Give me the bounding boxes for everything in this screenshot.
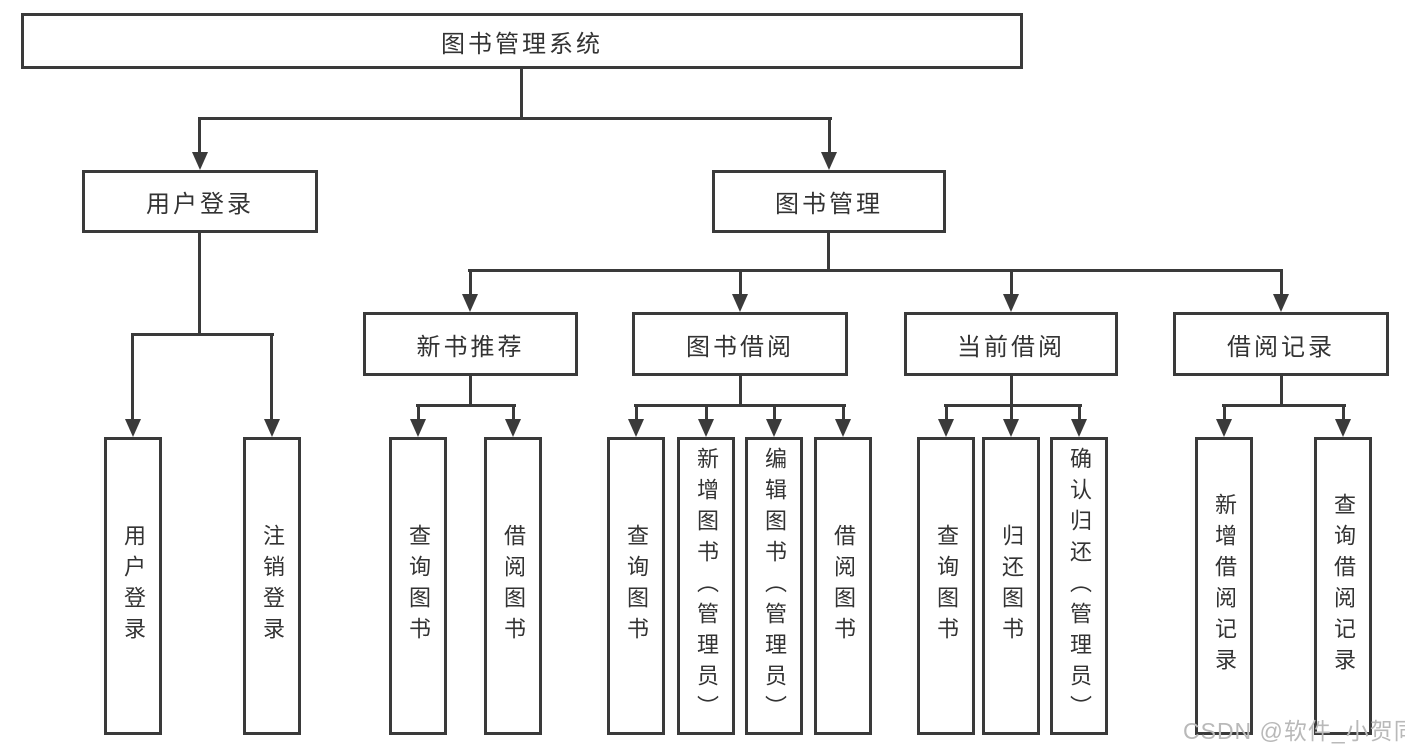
arrow-down-icon (410, 419, 426, 437)
arrow-down-icon (1216, 419, 1232, 437)
edge-vline (1342, 404, 1345, 421)
leaf-add-borrow-record: 新增借阅记录 (1195, 437, 1253, 735)
leaf-label: 新增借阅记录 (1212, 493, 1237, 679)
leaf-label: 查询图书 (624, 524, 649, 648)
node-label: 图书管理系统 (441, 30, 603, 58)
edge-vline (131, 333, 134, 421)
edge-vline (1078, 404, 1081, 421)
edge-hline (1222, 404, 1346, 407)
leaf-label: 归还图书 (999, 524, 1024, 648)
node-current-borrowing: 当前借阅 (904, 312, 1118, 376)
node-label: 借阅记录 (1227, 333, 1335, 361)
edge-vline (270, 333, 273, 421)
leaf-label: 确认归还（管理员） (1067, 446, 1092, 726)
node-book-borrowing: 图书借阅 (632, 312, 848, 376)
arrow-down-icon (264, 419, 280, 437)
node-user-login: 用户登录 (82, 170, 318, 233)
arrow-down-icon (1335, 419, 1351, 437)
arrow-down-icon (732, 294, 748, 312)
edge-hline (416, 404, 516, 407)
node-borrowing-records: 借阅记录 (1173, 312, 1389, 376)
leaf-add-book-admin: 新增图书（管理员） (677, 437, 735, 735)
leaf-label: 用户登录 (121, 524, 146, 648)
arrow-down-icon (1273, 294, 1289, 312)
leaf-label: 查询图书 (934, 524, 959, 648)
node-label: 当前借阅 (957, 333, 1065, 361)
arrow-down-icon (835, 419, 851, 437)
edge-vline (1010, 374, 1013, 406)
edge-vline (520, 67, 523, 120)
arrow-down-icon (821, 152, 837, 170)
csdn-watermark: CSDN @软件_小贺同学 (1183, 718, 1405, 744)
edge-vline (198, 117, 201, 155)
node-book-management: 图书管理 (712, 170, 946, 233)
leaf-label: 新增图书（管理员） (694, 446, 719, 726)
edge-vline (773, 404, 776, 421)
edge-vline (739, 374, 742, 406)
arrow-down-icon (1071, 419, 1087, 437)
arrow-down-icon (938, 419, 954, 437)
node-library-management-system: 图书管理系统 (21, 13, 1023, 69)
node-label: 新书推荐 (416, 333, 525, 361)
edge-vline (1223, 404, 1226, 421)
edge-hline (634, 404, 846, 407)
leaf-edit-book-admin: 编辑图书（管理员） (745, 437, 803, 735)
leaf-query-borrow-record: 查询借阅记录 (1314, 437, 1372, 735)
leaf-borrow-book: 借阅图书 (814, 437, 872, 735)
edge-vline (827, 233, 830, 272)
edge-hline (944, 404, 1082, 407)
node-label: 图书管理 (775, 191, 883, 218)
leaf-user-login: 用户登录 (104, 437, 162, 735)
edge-vline (1280, 269, 1283, 296)
arrow-down-icon (1003, 294, 1019, 312)
leaf-label: 编辑图书（管理员） (762, 446, 787, 726)
leaf-label: 查询图书 (406, 524, 431, 648)
leaf-query-books-recommend: 查询图书 (389, 437, 447, 735)
leaf-label: 借阅图书 (831, 524, 856, 648)
arrow-down-icon (628, 419, 644, 437)
edge-vline (705, 404, 708, 421)
arrow-down-icon (192, 152, 208, 170)
arrow-down-icon (766, 419, 782, 437)
node-label: 用户登录 (146, 191, 254, 218)
node-new-book-recommendation: 新书推荐 (363, 312, 578, 376)
node-label: 图书借阅 (686, 333, 794, 361)
edge-hline (198, 117, 832, 120)
leaf-return-book: 归还图书 (982, 437, 1040, 735)
edge-hline (131, 333, 274, 336)
arrow-down-icon (125, 419, 141, 437)
arrow-down-icon (1003, 419, 1019, 437)
edge-hline (468, 269, 1283, 272)
edge-vline (469, 374, 472, 406)
edge-vline (1280, 374, 1283, 406)
edge-vline (417, 404, 420, 421)
leaf-logout: 注销登录 (243, 437, 301, 735)
edge-vline (198, 233, 201, 335)
edge-vline (469, 269, 472, 296)
leaf-query-books-borrow: 查询图书 (607, 437, 665, 735)
edge-vline (739, 269, 742, 296)
arrow-down-icon (462, 294, 478, 312)
edge-vline (828, 117, 831, 155)
edge-vline (842, 404, 845, 421)
edge-vline (635, 404, 638, 421)
leaf-label: 注销登录 (260, 524, 285, 648)
leaf-query-books-current: 查询图书 (917, 437, 975, 735)
leaf-borrow-book-recommend: 借阅图书 (484, 437, 542, 735)
leaf-label: 查询借阅记录 (1331, 493, 1356, 679)
leaf-label: 借阅图书 (501, 524, 526, 648)
leaf-confirm-return-admin: 确认归还（管理员） (1050, 437, 1108, 735)
edge-vline (945, 404, 948, 421)
edge-vline (1010, 269, 1013, 296)
edge-vline (1010, 404, 1013, 421)
arrow-down-icon (698, 419, 714, 437)
edge-vline (512, 404, 515, 421)
arrow-down-icon (505, 419, 521, 437)
